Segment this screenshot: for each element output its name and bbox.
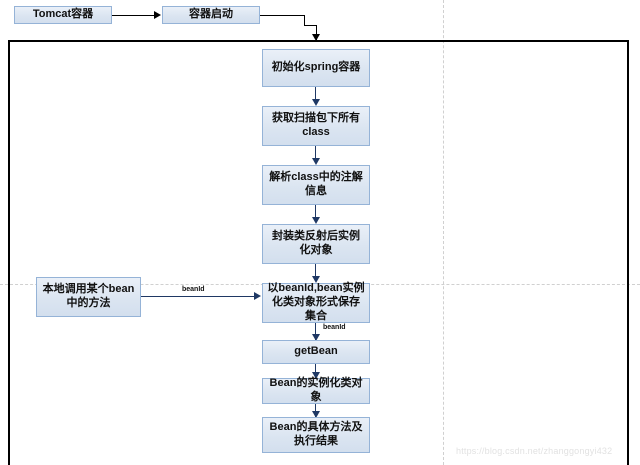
spring-container-frame <box>8 40 629 465</box>
connector-store-to-getbean <box>315 323 316 340</box>
node-label: 本地调用某个bean中的方法 <box>42 283 135 309</box>
page-guide-vertical <box>443 0 444 465</box>
node-label: 容器启动 <box>189 8 233 21</box>
arrowhead-init-to-scan <box>311 99 320 106</box>
node-label: Tomcat容器 <box>32 8 94 21</box>
node-label: Bean的实例化类对象 <box>269 377 363 403</box>
connector-scan-to-parse <box>315 146 316 163</box>
arrowhead-getbean-to-instance <box>311 372 320 379</box>
node-parse-annotations[interactable]: 解析class中的注解信息 <box>262 165 370 205</box>
node-wrap-reflect-instantiate[interactable]: 封装类反射后实例化对象 <box>262 224 370 264</box>
connector-startup-seg4 <box>316 25 317 40</box>
node-label: getBean <box>294 345 338 358</box>
connector-wrap-to-store <box>315 264 316 281</box>
node-tomcat-container[interactable]: Tomcat容器 <box>14 6 112 24</box>
connector-init-to-scan <box>315 87 316 104</box>
node-label: 获取扫描包下所有class <box>272 112 360 138</box>
edge-label-store-to-getbean: beanId <box>323 324 346 331</box>
node-init-spring-container[interactable]: 初始化spring容器 <box>262 49 370 87</box>
edge-label-local-to-store: beanId <box>182 286 205 293</box>
node-label: 以beanId,bean实例化类对象形式保存集合 <box>267 282 365 322</box>
watermark-text: https://blog.csdn.net/zhanggongyi432 <box>456 446 613 456</box>
arrowhead-parse-to-wrap <box>311 217 320 224</box>
arrowhead-wrap-to-store <box>311 276 320 283</box>
node-label: Bean的具体方法及执行结果 <box>269 421 363 447</box>
arrowhead-instance-to-method <box>311 411 320 418</box>
arrowhead-local-to-store <box>254 292 261 300</box>
node-store-bean-map[interactable]: 以beanId,bean实例化类对象形式保存集合 <box>262 282 370 323</box>
connector-local-to-store <box>141 296 255 297</box>
node-label: 封装类反射后实例化对象 <box>272 230 360 256</box>
connector-instance-to-method <box>315 404 316 417</box>
node-local-call-bean-method[interactable]: 本地调用某个bean中的方法 <box>36 277 141 317</box>
arrowhead-tomcat-to-startup <box>154 11 161 19</box>
node-bean-instance-object[interactable]: Bean的实例化类对象 <box>262 377 370 404</box>
arrowhead-startup-to-container <box>312 34 320 41</box>
connector-parse-to-wrap <box>315 205 316 222</box>
connector-startup-seg1 <box>260 15 305 16</box>
arrowhead-scan-to-parse <box>311 158 320 165</box>
connector-getbean-to-instance <box>315 364 316 378</box>
node-label: 解析class中的注解信息 <box>269 171 363 197</box>
connector-tomcat-to-startup <box>112 15 155 16</box>
node-get-bean[interactable]: getBean <box>262 340 370 364</box>
arrowhead-store-to-getbean <box>311 334 320 341</box>
node-container-startup[interactable]: 容器启动 <box>162 6 260 24</box>
node-scan-package-classes[interactable]: 获取扫描包下所有class <box>262 106 370 146</box>
node-bean-method-result[interactable]: Bean的具体方法及执行结果 <box>262 417 370 453</box>
connector-startup-seg2 <box>304 15 305 25</box>
connector-startup-seg3 <box>304 25 316 26</box>
node-label: 初始化spring容器 <box>271 61 361 74</box>
